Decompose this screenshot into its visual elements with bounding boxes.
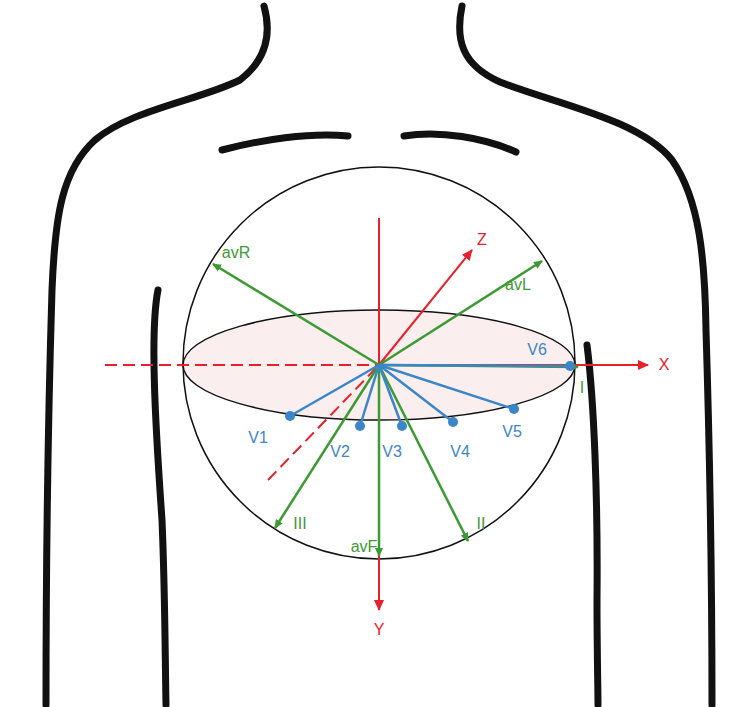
axis-label: X xyxy=(659,357,670,373)
lead-label: V6 xyxy=(527,342,547,358)
axis-label: Y xyxy=(374,622,385,638)
lead-label: V4 xyxy=(450,444,470,460)
lead-label: avL xyxy=(505,277,531,293)
lead-label: III xyxy=(293,516,306,532)
sphere xyxy=(183,167,575,559)
lead-label: II xyxy=(477,516,486,532)
limb-lead-vectors xyxy=(213,261,578,556)
lead-label: avF xyxy=(351,539,378,555)
lead-label: I xyxy=(580,380,584,396)
lead-label: V1 xyxy=(248,430,268,446)
body-outline xyxy=(46,6,712,705)
axes xyxy=(105,218,648,610)
chest-lead-vectors xyxy=(285,361,575,431)
lead-label: avR xyxy=(222,245,250,261)
lead-label: V5 xyxy=(502,424,522,440)
lead-label: V2 xyxy=(330,444,350,460)
axis-label: Z xyxy=(477,232,487,248)
lead-label: V3 xyxy=(382,444,402,460)
